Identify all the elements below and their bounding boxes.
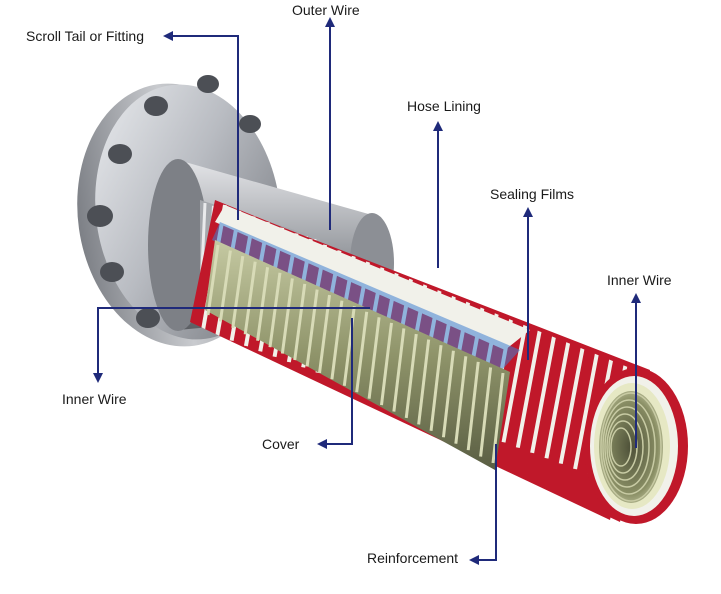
label-sealing-films: Sealing Films [490, 186, 575, 202]
inner-wire-coil [441, 350, 455, 438]
bolt-hole [87, 205, 113, 227]
inner-wire-left-arrow [93, 307, 370, 383]
inner-wire-coil [218, 250, 232, 322]
hose-lining-layer [215, 205, 530, 350]
inner-wire-coil [330, 300, 344, 380]
hose-body [190, 200, 688, 524]
bore-ring [604, 406, 650, 488]
reinforcement-stripe [501, 324, 528, 443]
inner-wire-coil [206, 244, 220, 316]
inner-wire-coil [268, 272, 282, 348]
inner-wire-coil [417, 339, 431, 425]
scroll-tail-arrow [163, 31, 239, 220]
inner-wire-coil [429, 344, 443, 432]
label-cover: Cover [262, 436, 300, 452]
label-outer-wire: Outer Wire [292, 2, 360, 18]
reinforcement-stripe [573, 352, 600, 470]
inner-wire-coil [379, 322, 393, 406]
cover-arrow [317, 318, 353, 449]
bolt-hole [144, 96, 168, 116]
bore-ring [600, 392, 662, 502]
bolt-hole [108, 144, 132, 164]
sealing-film-layer [212, 222, 520, 372]
bolt-hole [136, 308, 160, 328]
label-reinforcement: Reinforcement [367, 550, 459, 566]
bore-ring [610, 427, 632, 467]
bore-ring [606, 413, 644, 481]
label-inner-wire-left: Inner Wire [62, 391, 127, 407]
label-scroll-tail: Scroll Tail or Fitting [26, 28, 145, 44]
reinforcement-stripe [515, 329, 542, 448]
label-inner-wire-right: Inner Wire [607, 272, 672, 288]
bolt-hole [239, 115, 261, 133]
inner-wire-coil [231, 255, 245, 329]
reinforcement-stripe [544, 341, 571, 459]
bore-ring [602, 399, 656, 495]
bolt-hole [197, 75, 219, 93]
inner-wire-coil [355, 311, 369, 393]
inner-wire-coil [293, 283, 307, 361]
inner-wire-coil [491, 372, 505, 464]
inner-wire-coil [305, 289, 319, 367]
inner-wire-coil [454, 356, 468, 444]
inner-wire-coil [256, 267, 270, 341]
inner-wire-coil [280, 278, 294, 354]
reinforcement-stripe [530, 335, 557, 454]
reinforcement-arrow [469, 444, 497, 565]
inner-wire-coil [367, 317, 381, 399]
reinforcement-stripe [558, 346, 585, 464]
label-hose-lining: Hose Lining [407, 98, 481, 114]
bolt-hole [100, 262, 124, 282]
callout-arrows [93, 17, 641, 565]
inner-wire-coil [404, 333, 418, 419]
inner-wire-coil [479, 367, 493, 457]
inner-wire-coil [243, 261, 257, 335]
inner-wire-coil [392, 328, 406, 412]
inner-wire-coil [466, 361, 480, 451]
